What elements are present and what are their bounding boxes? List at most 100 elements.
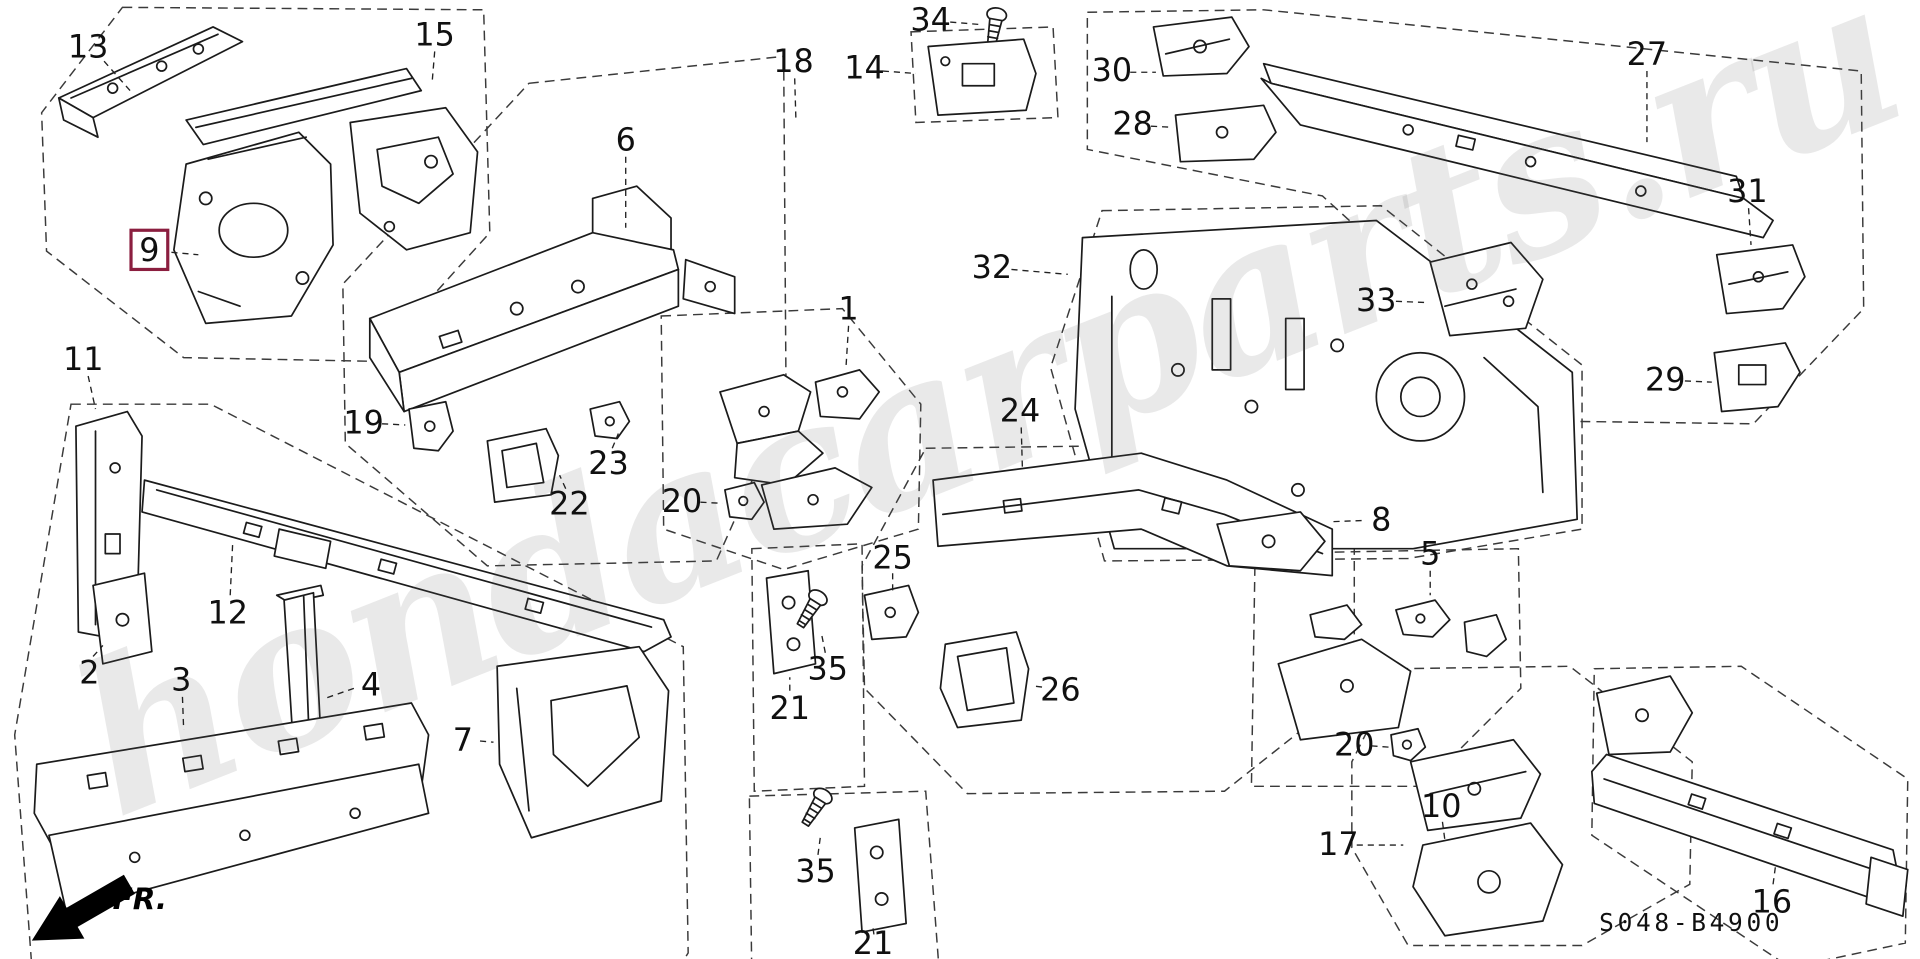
callout-leader-line [171, 251, 199, 256]
part-6-rail-sketch [368, 185, 736, 413]
callout-leader-line [103, 60, 133, 94]
part-number-label: 10 [1421, 787, 1462, 825]
part-27-sketch [1260, 62, 1774, 239]
part-callout-27-7[interactable]: 27 [1627, 35, 1668, 143]
part-callout-18-4[interactable]: 18 [773, 42, 814, 121]
part-number-label: 7 [453, 721, 473, 759]
callout-leader-line [882, 70, 916, 75]
dashed-group-outline-cowl-top [1086, 9, 1865, 425]
part-callout-1-13[interactable]: 1 [838, 290, 859, 366]
part-number-label: 21 [770, 689, 811, 727]
dashed-group-outline-radiator-support [13, 403, 689, 959]
dashed-group-outline-plate-column-upper [751, 543, 866, 792]
part-number-label: 18 [773, 42, 814, 80]
part-12-sketch [141, 479, 672, 653]
part-callout-5-25[interactable]: 5 [1420, 535, 1440, 596]
part-callout-15-1[interactable]: 15 [414, 15, 455, 81]
fr-arrow-icon [31, 874, 135, 941]
part-callout-13-0[interactable]: 13 [68, 28, 133, 94]
part-callout-21-31[interactable]: 21 [770, 677, 811, 727]
part-callout-34-2[interactable]: 34 [910, 1, 980, 39]
dashed-group-outline-top-left [40, 6, 491, 363]
part-callout-32-11[interactable]: 32 [972, 248, 1068, 286]
part-3-sketch [33, 702, 430, 913]
part-callout-17-34[interactable]: 17 [1318, 825, 1404, 863]
part-callout-9-9[interactable]: 9 [129, 228, 199, 272]
dashed-group-outline-bracket-kit [1250, 547, 1522, 788]
part-callout-33-12[interactable]: 33 [1356, 281, 1426, 319]
part-number-label: 33 [1356, 281, 1397, 319]
callout-leader-line [794, 78, 797, 121]
dashed-group-outline-side-frame [342, 55, 787, 567]
part-number-label: 28 [1112, 105, 1153, 143]
part-25-sketch [863, 584, 920, 641]
callout-leader-line [431, 51, 436, 81]
part-callout-4-29[interactable]: 4 [325, 666, 381, 704]
part-31-sketch [1715, 244, 1806, 315]
part-33-sketch [1429, 241, 1544, 337]
part-callout-23-17[interactable]: 23 [588, 433, 629, 482]
part-10-sketch [1412, 822, 1564, 937]
part-callout-16-37[interactable]: 16 [1752, 865, 1793, 921]
part-callout-19-16[interactable]: 19 [343, 404, 406, 442]
part-callout-7-30[interactable]: 7 [453, 721, 494, 759]
part-callout-30-5[interactable]: 30 [1092, 51, 1156, 89]
part-28-sketch [1174, 104, 1277, 163]
part-20-front-sketch [724, 481, 765, 521]
callout-leader-line [872, 928, 875, 938]
part-callout-11-15[interactable]: 11 [63, 340, 104, 410]
part-callout-14-3[interactable]: 14 [844, 48, 916, 86]
diagram-code: S048-B4900 [1599, 908, 1783, 937]
part-number-label: 32 [972, 248, 1013, 286]
callout-leader-line [1684, 380, 1712, 383]
part-21-lower-sketch [853, 818, 907, 933]
part-number-label: 34 [910, 1, 951, 39]
part-callout-26-24[interactable]: 26 [1032, 671, 1081, 709]
callout-leader-line [1371, 745, 1389, 748]
part-number-label: 2 [79, 653, 99, 691]
part-callout-2-27[interactable]: 2 [79, 645, 104, 691]
part-number-label: 6 [616, 121, 636, 159]
part-1-sketch [719, 369, 881, 530]
part-number-label: 35 [807, 650, 848, 688]
part-number-label: 27 [1627, 35, 1668, 73]
part-callout-12-26[interactable]: 12 [207, 543, 248, 632]
part-callout-6-10[interactable]: 6 [616, 121, 636, 228]
part-15-sketch [185, 67, 479, 251]
part-35-bolt-lower-sketch [796, 784, 836, 831]
callout-leader-line [1395, 300, 1426, 304]
part-callout-10-33[interactable]: 10 [1421, 787, 1462, 841]
part-callout-35-35[interactable]: 35 [795, 836, 836, 890]
part-callout-25-22[interactable]: 25 [872, 538, 913, 591]
fr-label: FR. [113, 882, 167, 916]
part-callout-8-21[interactable]: 8 [1329, 500, 1392, 538]
part-callout-31-8[interactable]: 31 [1727, 172, 1768, 246]
part-callout-24-20[interactable]: 24 [1000, 391, 1041, 471]
part-26-sketch [939, 631, 1030, 729]
part-21-upper-sketch [765, 569, 817, 675]
part-14-sketch [927, 38, 1037, 116]
callout-leader-line [1032, 685, 1043, 688]
part-callout-20-19[interactable]: 20 [662, 482, 723, 520]
part-callout-35-23[interactable]: 35 [807, 634, 848, 688]
part-callout-20-32[interactable]: 20 [1334, 726, 1389, 764]
part-number-label: 1 [838, 290, 858, 328]
highlighted-callout-box [129, 228, 170, 272]
part-16-sketch [1590, 675, 1909, 917]
part-callout-21-36[interactable]: 21 [853, 924, 894, 959]
callout-leader-line [1772, 865, 1777, 885]
part-number-label: 31 [1727, 172, 1768, 210]
part-callout-3-28[interactable]: 3 [171, 661, 191, 730]
part-callout-28-6[interactable]: 28 [1112, 105, 1174, 143]
part-23-sketch [589, 400, 631, 440]
part-20-rear-sketch [1390, 727, 1427, 762]
part-number-label: 5 [1420, 535, 1440, 573]
callout-leader-line [817, 836, 822, 855]
callout-leader-line [1011, 268, 1068, 276]
part-number-label: 20 [1334, 726, 1375, 764]
part-callout-29-14[interactable]: 29 [1645, 361, 1712, 399]
part-callout-22-18[interactable]: 22 [549, 474, 590, 522]
part-number-label: 16 [1752, 882, 1793, 920]
callout-leader-line [87, 375, 97, 410]
